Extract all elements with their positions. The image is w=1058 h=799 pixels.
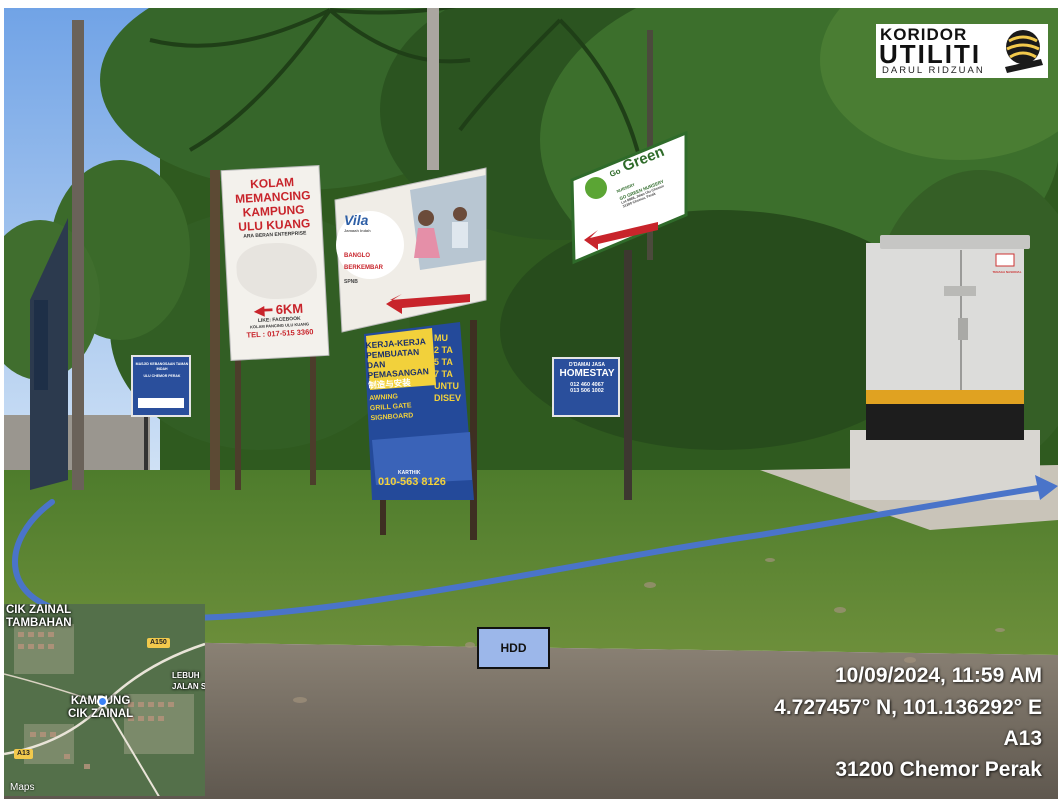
map-label-top-2: TAMBAHAN <box>6 617 72 629</box>
kerja-side-4: 7 TA <box>434 369 453 379</box>
kerja-sign-text: KERJA-KERJA PEMBUATAN DAN PEMASANGAN 制造与… <box>365 336 437 424</box>
map-label-right-1: LEBUH <box>172 671 200 680</box>
stamp-road: A13 <box>1003 727 1042 750</box>
globe-logo-icon <box>1005 30 1043 73</box>
photo-border-left <box>0 0 4 799</box>
kolam-fish-picture <box>235 240 319 302</box>
poles <box>72 0 653 540</box>
vila-sign <box>334 167 487 333</box>
location-pin-icon <box>97 696 108 707</box>
map-label-center-2: CIK ZAINAL <box>68 708 134 720</box>
kerja-sign <box>364 322 474 500</box>
left-dark-signs <box>30 218 68 490</box>
map-label-top: CIK ZAINAL TAMBAHAN <box>6 604 72 630</box>
kerja-side-5: UNTU <box>434 381 459 391</box>
photo-border-top <box>0 0 1058 8</box>
gravel-road <box>0 640 1058 799</box>
vila-sign-text: Vila Jamaah Indah BANGLO BERKEMBAR SPNB <box>344 212 404 285</box>
fallen-leaves <box>293 558 1005 703</box>
vila-place-1: BANGLO <box>344 253 370 259</box>
road-shield-a150: A150 <box>147 638 170 648</box>
homestay-sign <box>552 357 620 417</box>
kerja-side-text: MU 2 TA 5 TA 7 TA UNTU DISEV <box>434 332 466 404</box>
koridor-utiliti-logo: KORIDOR UTILITI DARUL RIDZUAN <box>876 24 1048 78</box>
map-label-right: LEBUH JALAN SE <box>172 670 205 692</box>
blue-sign-line-2: ULU CHEMOR PERAK <box>143 374 181 378</box>
road-shield-a13: A13 <box>14 749 33 759</box>
blue-sign-text: MASJID KEBANGSAAN TAMAN INDAH ULU CHEMOR… <box>134 362 190 379</box>
homestay-phone-1: 012 460 4067 <box>570 382 604 388</box>
hdd-route-arrow <box>12 484 1048 622</box>
map-label-top-1: CIK ZAINAL <box>6 604 72 616</box>
kerja-phone: 010-563 8126 <box>378 476 446 488</box>
homestay-sign-text: D'DAMAI JASA HOMESTAY 012 460 4067 013 5… <box>556 362 618 394</box>
green-brand-prefix: Go <box>608 166 622 179</box>
logo-line-1: KORIDOR <box>880 25 968 44</box>
blue-direction-sign <box>131 355 191 417</box>
map-satellite <box>4 604 205 796</box>
hdd-route-arrowhead <box>1035 475 1058 500</box>
kerja-contact-name: KARTHIK <box>398 470 421 476</box>
kerja-side-6: DISEV <box>434 393 462 403</box>
kerja-contact: KARTHIK 010-563 8126 <box>378 470 474 488</box>
vila-place-2: BERKEMBAR <box>344 265 383 271</box>
kerja-side-2: 2 TA <box>434 345 453 355</box>
stamp-coordinates: 4.727457° N, 101.136292° E <box>774 696 1042 719</box>
vila-dev: SPNB <box>344 279 358 285</box>
blue-sign-line-1: MASJID KEBANGSAAN TAMAN INDAH <box>135 362 189 371</box>
stamp-city: 31200 Chemor Perak <box>835 758 1042 781</box>
kolam-sign-text: KOLAM MEMANCING KAMPUNG ULU KUANG ARA BE… <box>226 174 326 342</box>
kerja-side-1: MU <box>434 333 448 343</box>
grass-verge <box>0 470 1058 655</box>
homestay-line-1: D'DAMAI JASA <box>569 362 605 368</box>
homestay-line-2: HOMESTAY <box>559 368 615 379</box>
logo-line-3: DARUL RIDZUAN <box>882 65 985 76</box>
homestay-phone-2: 013 506 1002 <box>570 388 604 394</box>
map-inset: CIK ZAINAL TAMBAHAN KAMPUNG CIK ZAINAL L… <box>4 604 205 796</box>
stamp-datetime: 10/09/2024, 11:59 AM <box>834 664 1042 687</box>
utility-cabinet <box>850 235 1040 500</box>
logo-line-2: UTILITI <box>879 39 982 69</box>
kerja-side-3: 5 TA <box>434 357 453 367</box>
green-nursery-sign <box>570 130 688 265</box>
vila-tagline: Jamaah Indah <box>344 228 371 233</box>
vila-brand: Vila <box>344 212 369 228</box>
hdd-label: HDD <box>477 627 550 669</box>
cabinet-warning: TENAGA NASIONAL <box>992 270 1022 274</box>
map-label-right-2: JALAN SE <box>172 682 205 691</box>
maps-brand: Maps <box>10 782 34 793</box>
maps-brand-text: Maps <box>10 782 35 793</box>
